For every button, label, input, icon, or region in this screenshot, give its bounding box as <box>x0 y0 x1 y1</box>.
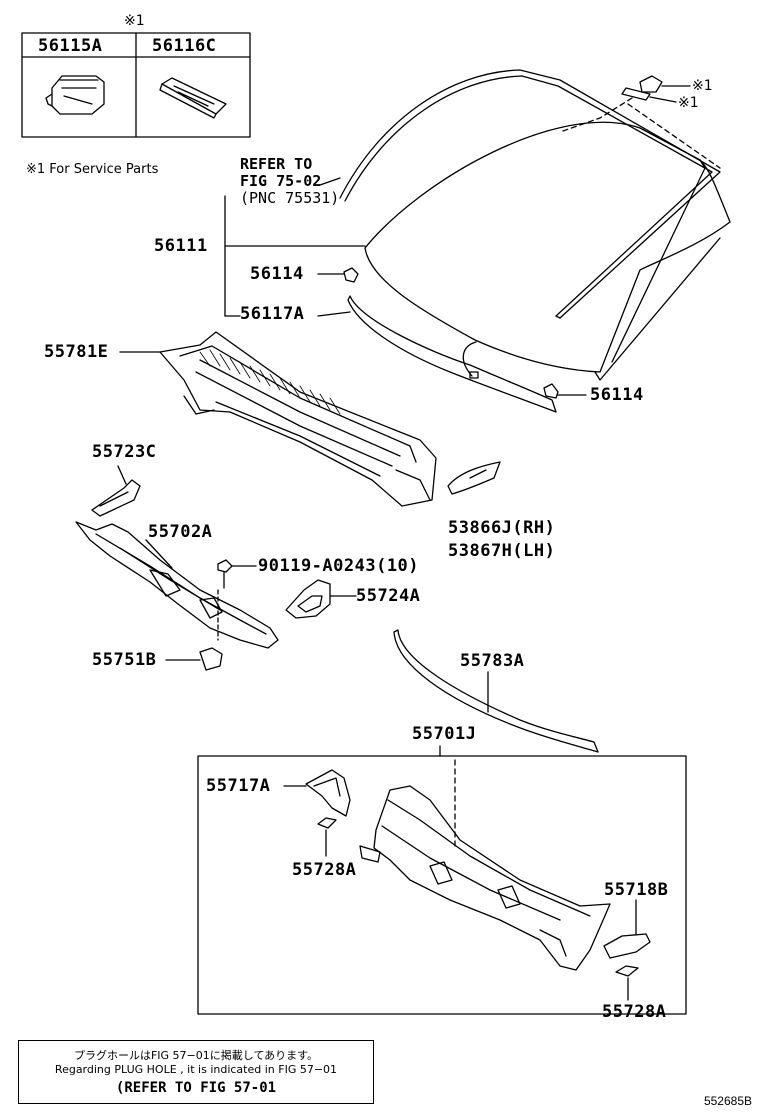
windshield-ref-line3: (PNC 75531) <box>240 189 340 207</box>
service-clip-leaders <box>559 97 721 169</box>
pad-56116c-drawing <box>159 77 227 119</box>
bracket-55717a-drawing <box>283 769 351 817</box>
pad-55728a-right-drawing <box>615 965 639 1001</box>
callout-55717a: 55717A <box>206 776 271 796</box>
pad-55728a-left-drawing <box>317 817 337 857</box>
windshield-glass-56111 <box>364 121 731 381</box>
callout-90119: 90119-A0243(10) <box>258 556 420 576</box>
lower-moulding-56117a-drawing <box>347 295 557 413</box>
callout-55723c: 55723C <box>92 442 157 462</box>
callout-service-mark-a: ※1 <box>692 78 713 94</box>
callout-55724a: 55724A <box>356 586 421 606</box>
windshield-ref-line2: FIG 75-02 <box>240 172 322 190</box>
callout-55702a: 55702A <box>148 522 213 542</box>
catalog-number: 552685B <box>703 1094 752 1108</box>
callout-55728a-right: 55728A <box>602 1002 667 1022</box>
cowl-panel-55702a-drawing <box>75 521 279 649</box>
callout-56111: 56111 <box>154 236 208 256</box>
callout-55701j: 55701J <box>412 724 477 744</box>
cowl-louver-55781e-drawing <box>119 331 437 507</box>
callout-53866j: 53866J(RH) <box>448 518 556 538</box>
sensor-wire-drawing <box>462 341 479 379</box>
callout-53867h: 53867H(LH) <box>448 541 556 561</box>
seal-53866j-drawing <box>447 461 501 495</box>
service-parts-table <box>21 32 251 138</box>
seal-55783a-drawing <box>393 629 599 753</box>
callout-56114-right: 56114 <box>590 385 644 405</box>
service-table-header-56116c: 56116C <box>152 36 217 56</box>
bracket-55724a-drawing <box>285 579 357 619</box>
cowl-panel-55701j-drawing <box>359 785 611 971</box>
clip-56115a-drawing <box>45 75 105 115</box>
clip-56114-right-drawing <box>543 383 587 399</box>
upper-moulding-drawing <box>339 69 721 319</box>
plug-hole-note-english: Regarding PLUG HOLE , it is indicated in… <box>54 1063 338 1076</box>
service-clip-drawing <box>621 75 691 103</box>
callout-56117a: 56117A <box>240 304 305 324</box>
callout-service-mark-b: ※1 <box>678 95 699 111</box>
plug-hole-note-box: プラグホールはFIG 57−01に掲載してあります。 Regarding PLU… <box>18 1040 374 1104</box>
ref-leaders <box>224 177 366 317</box>
windshield-ref-line1: REFER TO <box>240 155 313 173</box>
bracket-55718b-drawing <box>603 899 651 959</box>
clip-55751b-drawing <box>165 647 223 671</box>
service-parts-note: ※1 For Service Parts <box>26 162 159 177</box>
bracket-55723c-drawing <box>91 465 141 517</box>
callout-56114-left: 56114 <box>250 264 304 284</box>
service-mark-label: ※1 <box>124 13 145 29</box>
plug-hole-note-japanese: プラグホールはFIG 57−01に掲載してあります。 <box>73 1049 319 1062</box>
service-table-header-56115a: 56115A <box>38 36 103 56</box>
callout-55728a-left: 55728A <box>292 860 357 880</box>
plug-hole-note-refer: (REFER TO FIG 57-01 <box>115 1080 277 1096</box>
bolt-90119-drawing <box>217 559 257 641</box>
callout-55783a: 55783A <box>460 651 525 671</box>
callout-55781e: 55781E <box>44 342 109 362</box>
callout-55718b: 55718B <box>604 880 669 900</box>
clip-56114-left-drawing <box>317 267 359 283</box>
callout-55751b: 55751B <box>92 650 157 670</box>
